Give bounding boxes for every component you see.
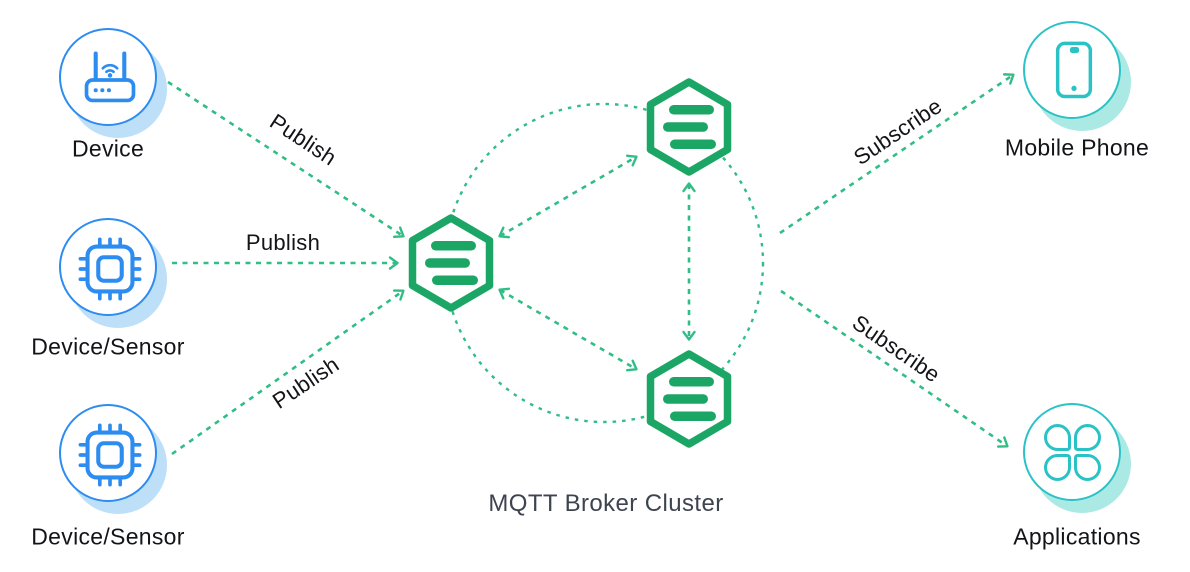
cluster-ring bbox=[443, 102, 765, 424]
broker-bar bbox=[670, 139, 716, 149]
broker-bar bbox=[669, 105, 714, 115]
chip-icon bbox=[78, 423, 142, 487]
broker-bar bbox=[663, 122, 708, 132]
smartphone-icon bbox=[1055, 41, 1093, 99]
clover-petal bbox=[1073, 453, 1101, 481]
device-node bbox=[59, 28, 167, 138]
device-node-circle bbox=[59, 28, 157, 126]
applications-node bbox=[1023, 403, 1131, 513]
broker-bar bbox=[425, 258, 470, 268]
sensor1-node bbox=[59, 218, 167, 328]
sensor2-node-circle bbox=[59, 404, 157, 502]
subscribe-edge-mobile bbox=[779, 73, 1015, 235]
publish-edge-device bbox=[167, 80, 405, 238]
broker-bar bbox=[670, 411, 716, 421]
broker-node-bottom bbox=[646, 350, 732, 448]
broker-node-top bbox=[646, 78, 732, 176]
applications-node-circle bbox=[1023, 403, 1121, 501]
clover-petal bbox=[1043, 453, 1071, 481]
device-label: Device bbox=[71, 135, 145, 162]
broker-bar bbox=[669, 377, 714, 387]
sensor2-label: Device/Sensor bbox=[31, 523, 185, 550]
wifi-router-icon bbox=[84, 51, 136, 103]
broker-bar bbox=[432, 275, 478, 285]
applications-label: Applications bbox=[1013, 523, 1141, 550]
chip-icon bbox=[78, 237, 142, 301]
diagram-title: MQTT Broker Cluster bbox=[488, 490, 724, 517]
publish-label-2: Publish bbox=[245, 230, 321, 255]
clover-petal bbox=[1073, 423, 1101, 451]
broker-link-left-top bbox=[498, 154, 638, 239]
mobile-label: Mobile Phone bbox=[1004, 134, 1150, 161]
broker-bar bbox=[663, 394, 708, 404]
clover-petal bbox=[1043, 423, 1071, 451]
broker-node-left bbox=[408, 214, 494, 312]
publish-edge-sensor2 bbox=[171, 289, 405, 456]
clover-apps-icon bbox=[1043, 423, 1101, 481]
broker-bar bbox=[431, 241, 476, 251]
sensor1-node-circle bbox=[59, 218, 157, 316]
mobile-node bbox=[1023, 21, 1131, 131]
sensor2-node bbox=[59, 404, 167, 514]
subscribe-edge-applications bbox=[780, 289, 1009, 448]
broker-link-left-bottom bbox=[498, 287, 638, 372]
sensor1-label: Device/Sensor bbox=[31, 333, 185, 360]
mobile-node-circle bbox=[1023, 21, 1121, 119]
